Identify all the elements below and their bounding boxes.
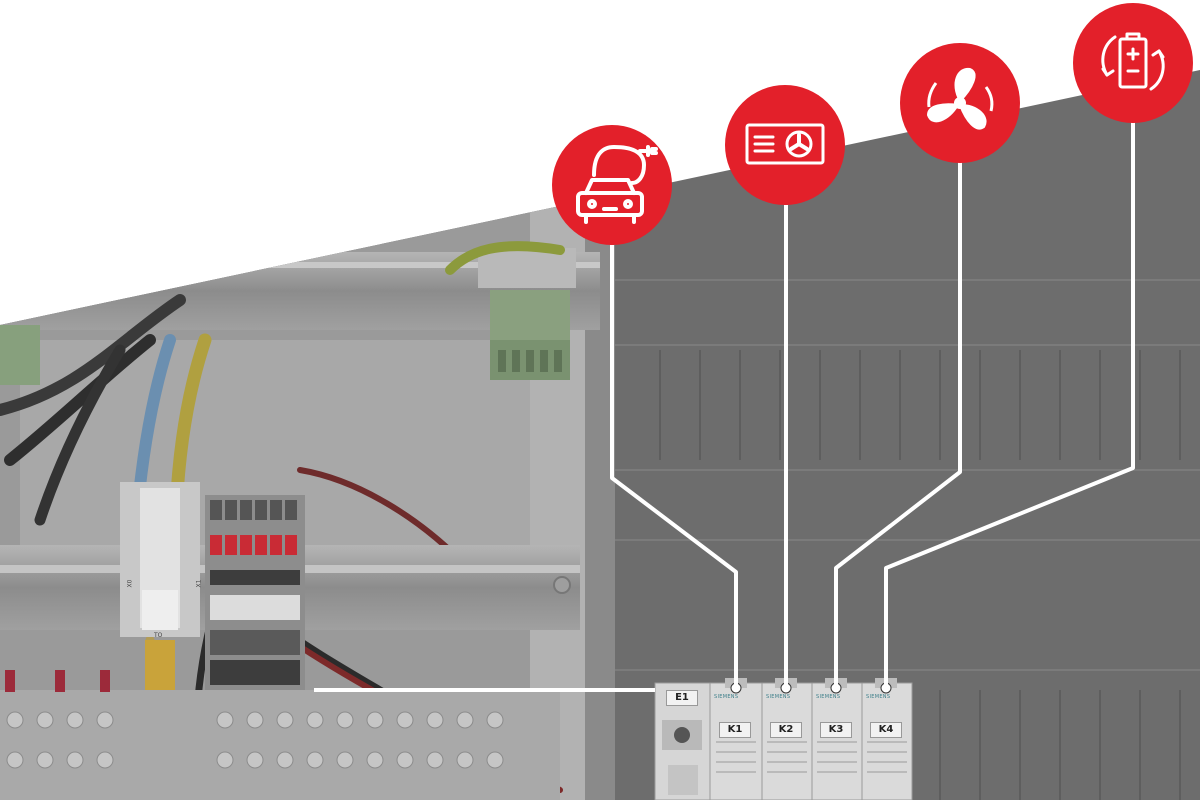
ev-charging-badge	[552, 125, 672, 245]
relay-k3-brand: SIEMENS	[816, 694, 841, 700]
terminal-right-label: X1	[195, 579, 203, 588]
fan-badge	[900, 43, 1020, 163]
right-panel-edges	[610, 279, 1200, 671]
fan-icon	[926, 67, 994, 130]
adapter-top-label: TO	[154, 632, 163, 639]
relay-k2-brand: SIEMENS	[766, 694, 791, 700]
air-conditioner-icon	[745, 123, 825, 165]
ethernet-adapter	[120, 482, 200, 700]
connector-block-left	[0, 325, 40, 385]
relay-k1-brand: SIEMENS	[714, 694, 739, 700]
line-fan-to-k3	[834, 160, 962, 688]
connector-lines	[314, 122, 1135, 692]
terminal-block	[205, 495, 305, 690]
ev-car-charging-icon	[576, 145, 658, 224]
relay-k3-label: K3	[820, 722, 852, 738]
line-battery-to-k4	[884, 122, 1135, 688]
bottom-terminal-strip	[0, 690, 560, 800]
vent-slats	[659, 350, 1181, 800]
relay-k2-label: K2	[770, 722, 802, 738]
air-conditioner-badge	[725, 85, 845, 205]
terminal-left-label: X0	[126, 579, 134, 588]
relay-k1-label: K1	[719, 722, 751, 738]
battery-cycle-icon	[1101, 32, 1165, 91]
modular-devices	[654, 678, 913, 800]
battery-cycle-badge	[1073, 3, 1193, 123]
relay-k4-label: K4	[870, 722, 902, 738]
relay-k4-brand: SIEMENS	[866, 694, 891, 700]
connector-block-top	[478, 248, 576, 380]
line-ev-to-k1	[610, 245, 738, 688]
module-e1-label: E1	[666, 690, 698, 706]
